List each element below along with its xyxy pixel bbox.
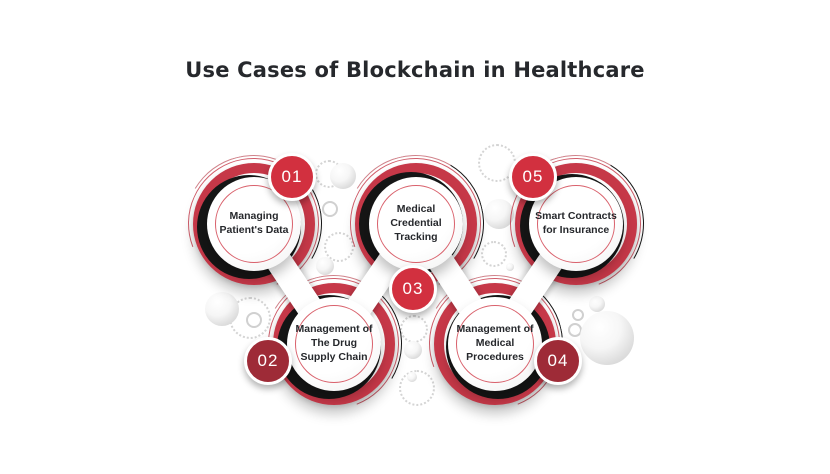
inner-ring bbox=[295, 305, 373, 383]
bubble bbox=[407, 372, 417, 382]
bubble bbox=[330, 163, 356, 189]
node-smart-contracts-insurance: Smart Contracts for Insurance bbox=[529, 177, 623, 271]
bubble bbox=[205, 292, 239, 326]
dotted-ring bbox=[481, 241, 507, 267]
badge-01: 01 bbox=[268, 153, 316, 201]
badge-02: 02 bbox=[244, 337, 292, 385]
bubble bbox=[580, 311, 634, 365]
inner-ring bbox=[377, 185, 455, 263]
node-medical-procedures: Management of Medical Procedures bbox=[448, 297, 542, 391]
gray-ring bbox=[322, 201, 338, 217]
inner-ring bbox=[215, 185, 293, 263]
node-label: Medical Credential Tracking bbox=[390, 203, 442, 243]
dotted-ring bbox=[400, 315, 428, 343]
inner-ring bbox=[537, 185, 615, 263]
node-medical-credential-tracking: Medical Credential Tracking bbox=[369, 177, 463, 271]
bubble bbox=[316, 257, 334, 275]
node-label: Managing Patient's Data bbox=[219, 210, 289, 236]
node-label: Management of Medical Procedures bbox=[456, 323, 534, 363]
node-label: Smart Contracts for Insurance bbox=[535, 210, 617, 236]
badge-03: 03 bbox=[389, 265, 437, 313]
dotted-ring bbox=[324, 232, 354, 262]
node-drug-supply-chain: Management of The Drug Supply Chain bbox=[287, 297, 381, 391]
node-label: Management of The Drug Supply Chain bbox=[295, 323, 373, 363]
bubble bbox=[484, 199, 514, 229]
dotted-ring bbox=[399, 370, 435, 406]
gray-ring bbox=[572, 309, 584, 321]
badge-04: 04 bbox=[534, 337, 582, 385]
page-title: Use Cases of Blockchain in Healthcare bbox=[185, 58, 645, 82]
bubble bbox=[404, 341, 422, 359]
bubble bbox=[589, 296, 605, 312]
gray-ring bbox=[246, 312, 262, 328]
inner-ring bbox=[456, 305, 534, 383]
bubble bbox=[506, 263, 514, 271]
badge-05: 05 bbox=[509, 153, 557, 201]
